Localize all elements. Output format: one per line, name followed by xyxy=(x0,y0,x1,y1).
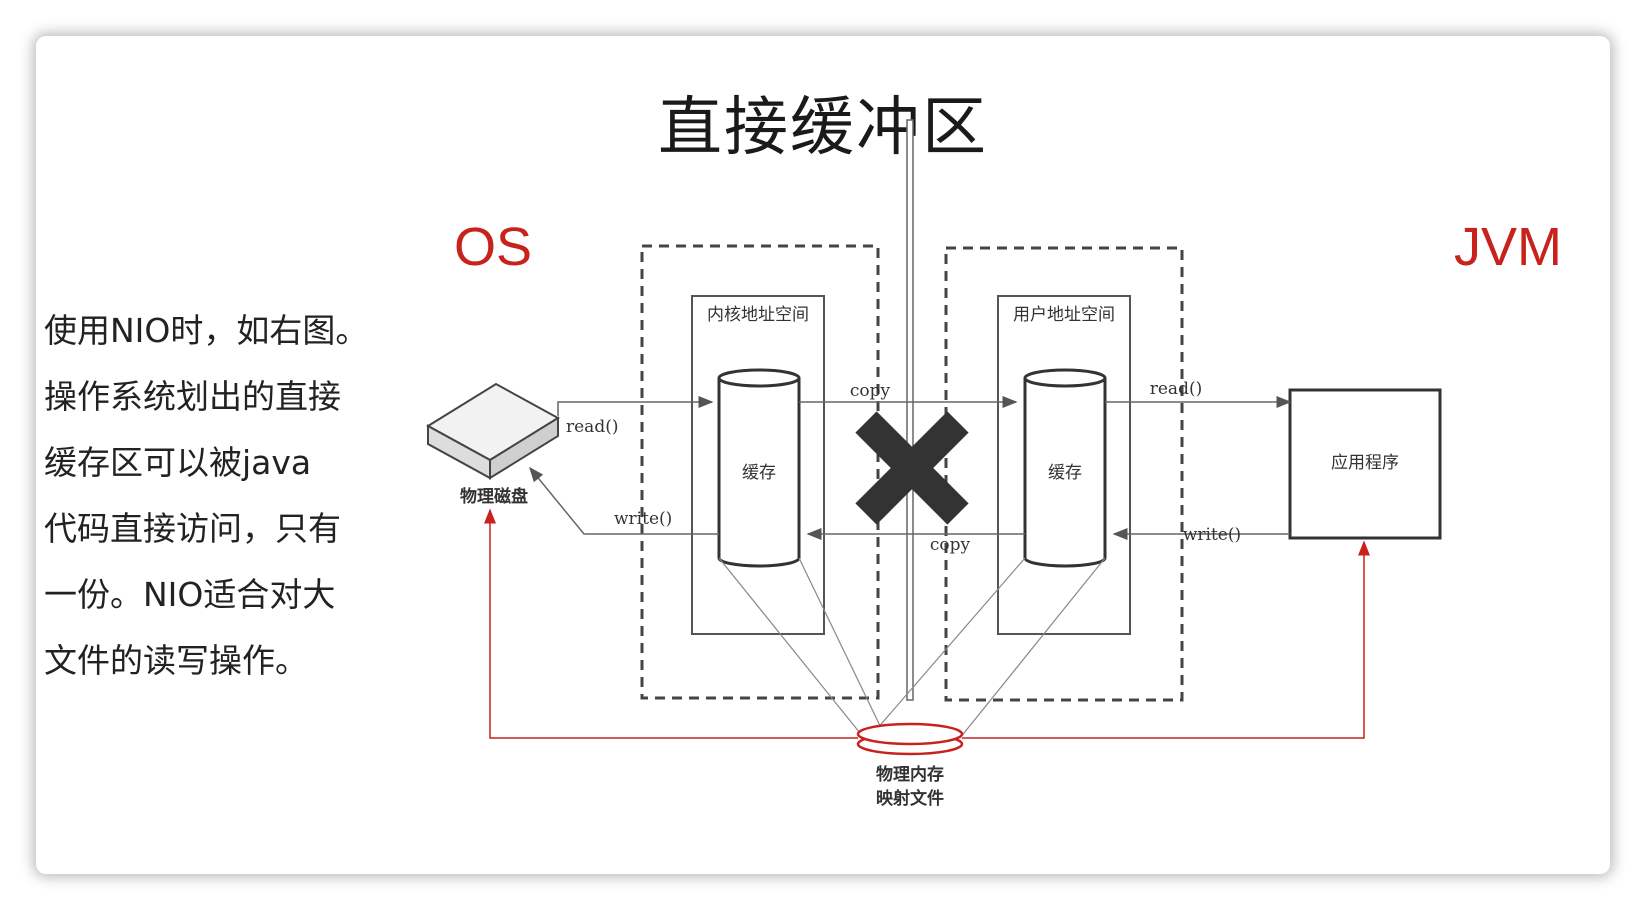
no-copy-cross-icon xyxy=(855,411,969,525)
center-divider xyxy=(906,119,914,701)
description-line: 一份。NIO适合对大 xyxy=(44,575,336,614)
user-dashed-box xyxy=(944,246,1184,702)
copy-top-label: copy xyxy=(850,381,891,401)
mapped-to-disk-arrow xyxy=(484,508,858,739)
user-buffer-label: 缓存 xyxy=(1048,463,1082,483)
mapped-memory-label-2: 映射文件 xyxy=(876,788,944,809)
os-label: OS xyxy=(454,217,533,277)
app-write-label: write() xyxy=(1183,525,1241,545)
description-line: 使用NIO时，如右图。 xyxy=(44,311,369,350)
disk-write-arrow xyxy=(529,466,719,535)
description-line: 操作系统划出的直接 xyxy=(44,377,341,416)
kernel-space-label: 内核地址空间 xyxy=(707,305,809,325)
nio-direct-buffer-diagram: 内核地址空间 用户地址空间 缓存 缓存 应用程序 物理磁盘 read() xyxy=(426,119,1442,809)
mapped-memory-label-1: 物理内存 xyxy=(876,764,944,785)
user-space-label: 用户地址空间 xyxy=(1013,305,1115,325)
disk-label: 物理磁盘 xyxy=(460,486,528,507)
disk-read-label: read() xyxy=(566,417,618,437)
user-space-box xyxy=(997,295,1131,635)
kernel-dashed-box xyxy=(640,244,880,700)
kernel-space-box xyxy=(691,295,825,635)
copy-bottom-label: copy xyxy=(930,535,971,555)
jvm-label: JVM xyxy=(1454,217,1562,277)
description-line: 缓存区可以被java xyxy=(44,443,312,482)
disk-read-arrow xyxy=(557,396,714,416)
description-line: 文件的读写操作。 xyxy=(44,641,308,680)
description-text: 使用NIO时，如右图。 操作系统划出的直接 缓存区可以被java 代码直接访问，… xyxy=(44,298,404,694)
app-read-label: read() xyxy=(1150,379,1202,399)
mapped-to-app-arrow xyxy=(962,540,1370,739)
app-label: 应用程序 xyxy=(1331,453,1399,473)
disk-write-label: write() xyxy=(614,509,672,529)
disk-icon xyxy=(426,382,560,480)
description-line: 代码直接访问，只有 xyxy=(44,509,341,548)
mapped-memory-icon xyxy=(856,722,964,756)
mapping-lines xyxy=(718,557,1106,739)
kernel-buffer-label: 缓存 xyxy=(742,463,776,483)
slide-title: 直接缓冲区 xyxy=(658,91,988,165)
slide-frame: 直接缓冲区 OS JVM 使用NIO时，如右图。 操作系统划出的直接 缓存区可以… xyxy=(36,36,1610,874)
app-box xyxy=(1288,388,1442,540)
